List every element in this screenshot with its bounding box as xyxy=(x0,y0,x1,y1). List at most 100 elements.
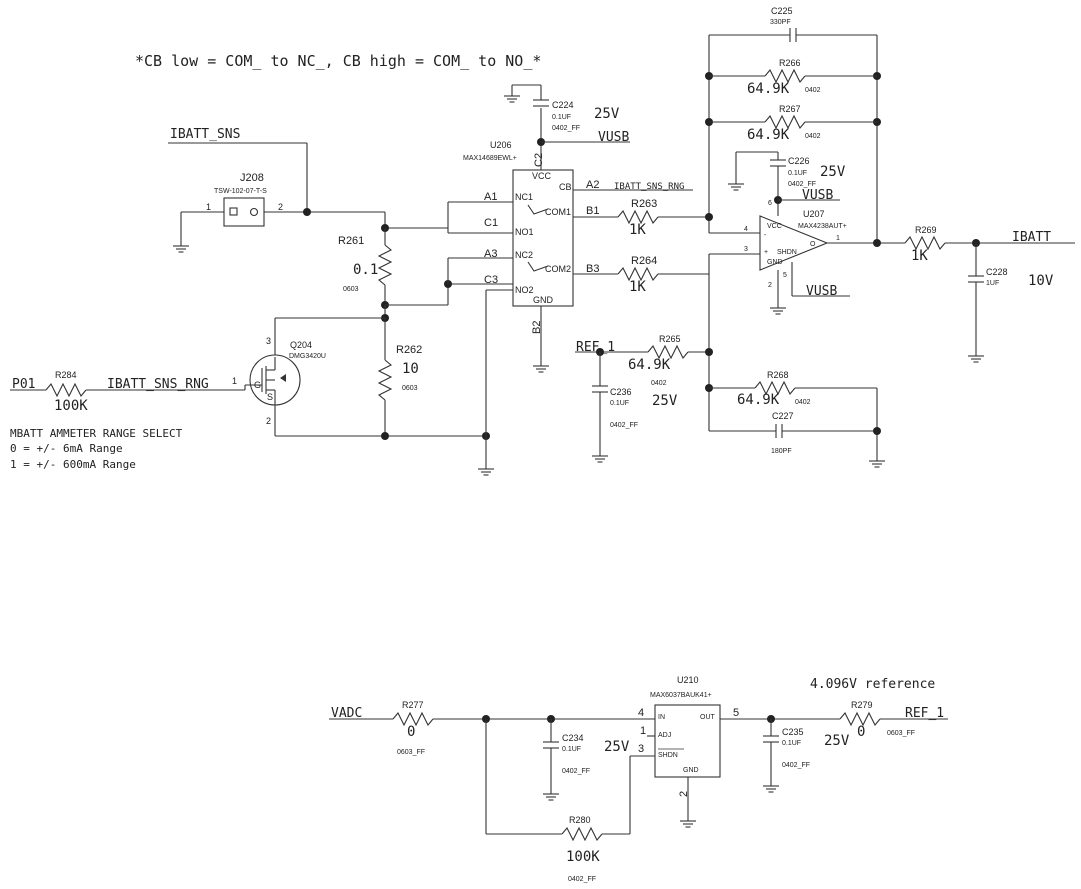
svg-text:Q204: Q204 xyxy=(290,340,312,350)
svg-text:0402: 0402 xyxy=(651,380,667,387)
svg-text:0.1UF: 0.1UF xyxy=(782,740,801,747)
svg-text:0: 0 xyxy=(857,724,865,740)
svg-text:0.1UF: 0.1UF xyxy=(562,746,581,753)
svg-text:R265: R265 xyxy=(659,334,681,344)
net-ref-1-out: REF_1 xyxy=(905,706,944,721)
svg-text:B1: B1 xyxy=(586,205,599,217)
svg-text:R268: R268 xyxy=(767,370,789,380)
svg-text:B3: B3 xyxy=(586,263,599,275)
svg-text:NC1: NC1 xyxy=(515,192,533,202)
svg-text:0.1UF: 0.1UF xyxy=(610,400,629,407)
svg-text:COM2: COM2 xyxy=(545,264,571,274)
svg-text:IN: IN xyxy=(658,714,665,721)
resistor-r262: R262 10 0603 xyxy=(377,318,422,436)
net-ref-1-in: REF_1 xyxy=(576,340,615,355)
ground-icon xyxy=(679,814,697,828)
svg-text:0.1: 0.1 xyxy=(353,262,378,278)
reference-note: 4.096V reference xyxy=(810,677,935,692)
svg-text:25V: 25V xyxy=(824,733,850,749)
svg-text:MAX14689EWL+: MAX14689EWL+ xyxy=(463,155,517,162)
svg-text:C227: C227 xyxy=(772,411,794,421)
ground-icon xyxy=(532,359,550,373)
svg-text:100K: 100K xyxy=(54,398,88,414)
svg-text:64.9K: 64.9K xyxy=(628,357,671,373)
ground-icon xyxy=(172,239,190,253)
resistor-r268: R268 64.9K 0402 xyxy=(709,370,877,408)
svg-text:100K: 100K xyxy=(566,849,600,865)
svg-text:A3: A3 xyxy=(484,248,497,260)
svg-text:C226: C226 xyxy=(788,156,810,166)
svg-text:3: 3 xyxy=(744,246,748,253)
svg-text:2: 2 xyxy=(278,202,283,212)
svg-text:R261: R261 xyxy=(338,235,364,247)
capacitor-c228: C228 1UF 10V xyxy=(968,243,1054,350)
svg-text:NC2: NC2 xyxy=(515,250,533,260)
capacitor-c225: C225 330PF xyxy=(709,6,877,42)
svg-text:R284: R284 xyxy=(55,370,77,380)
ground-icon xyxy=(762,779,780,793)
svg-text:COM1: COM1 xyxy=(545,207,571,217)
svg-text:1: 1 xyxy=(836,235,840,242)
svg-text:U210: U210 xyxy=(677,675,699,685)
net-ibatt-sns: IBATT_SNS xyxy=(168,127,308,212)
svg-text:TSW-102-07-T-S: TSW-102-07-T-S xyxy=(214,188,267,195)
svg-text:1: 1 xyxy=(232,376,237,386)
svg-text:C3: C3 xyxy=(484,274,498,286)
switch-logic-note: *CB low = COM_ to NC_, CB high = COM_ to… xyxy=(135,52,541,70)
resistor-r269: R269 1K xyxy=(904,225,946,264)
svg-text:C224: C224 xyxy=(552,100,574,110)
resistor-r284: R284 100K xyxy=(45,370,245,414)
svg-text:R263: R263 xyxy=(631,198,657,210)
resistor-r265: R265 64.9K 0402 xyxy=(628,334,689,387)
svg-text:4: 4 xyxy=(744,226,748,233)
svg-text:J208: J208 xyxy=(240,172,264,184)
svg-text:0603: 0603 xyxy=(402,385,418,392)
svg-text:180PF: 180PF xyxy=(771,448,792,455)
svg-text:R280: R280 xyxy=(569,815,591,825)
svg-text:SHDN: SHDN xyxy=(658,752,678,759)
ground-icon xyxy=(591,449,609,463)
opamp-u207: U207 MAX4238AUT+ VCC - + SHDN GND O 6 4 … xyxy=(744,200,847,289)
svg-text:2: 2 xyxy=(768,282,772,289)
svg-text:G: G xyxy=(254,380,261,390)
net-ibatt: IBATT xyxy=(1012,230,1051,245)
resistor-r279: R279 0 0603_FF xyxy=(839,700,915,740)
svg-text:0402_FF: 0402_FF xyxy=(610,422,638,429)
svg-text:P01: P01 xyxy=(12,377,35,392)
svg-text:C235: C235 xyxy=(782,727,804,737)
svg-text:64.9K: 64.9K xyxy=(737,392,780,408)
svg-text:0603: 0603 xyxy=(343,286,359,293)
svg-text:0603_FF: 0603_FF xyxy=(397,749,425,756)
svg-text:-: - xyxy=(764,232,767,239)
svg-text:C1: C1 xyxy=(484,217,498,229)
svg-text:B2: B2 xyxy=(531,321,543,334)
capacitor-c224: C224 0.1UF 0402_FF 25V xyxy=(511,84,620,132)
svg-text:NO1: NO1 xyxy=(515,227,534,237)
svg-text:OUT: OUT xyxy=(700,714,716,721)
svg-text:0603_FF: 0603_FF xyxy=(887,730,915,737)
svg-text:5: 5 xyxy=(783,272,787,279)
resistor-r277: R277 0 0603_FF xyxy=(392,700,434,756)
svg-text:2: 2 xyxy=(266,416,271,426)
svg-text:3: 3 xyxy=(638,743,644,755)
svg-text:O: O xyxy=(810,241,816,248)
svg-text:A1: A1 xyxy=(484,191,497,203)
svg-text:2: 2 xyxy=(678,791,690,797)
resistor-r266: R266 64.9K 0402 xyxy=(709,58,877,97)
mosfet-q204: Q204 DMG3420U G S 3 2 1 xyxy=(232,336,326,426)
svg-text:1: 1 xyxy=(640,725,646,737)
svg-text:0402_FF: 0402_FF xyxy=(782,762,810,769)
svg-text:3: 3 xyxy=(266,336,271,346)
net-vusb-u206: VUSB xyxy=(598,130,629,145)
svg-text:25V: 25V xyxy=(652,393,678,409)
analog-switch-u206: U206 MAX14689EWL+ VCC CB NC1 COM1 NO1 NC… xyxy=(463,140,599,334)
svg-text:0402_FF: 0402_FF xyxy=(788,181,816,188)
net-vusb-u207-shdn: VUSB xyxy=(806,284,837,299)
svg-text:C225: C225 xyxy=(771,6,793,16)
svg-text:10V: 10V xyxy=(1028,273,1054,289)
svg-text:GND: GND xyxy=(767,259,783,266)
svg-text:R267: R267 xyxy=(779,104,801,114)
svg-text:A2: A2 xyxy=(586,179,599,191)
ground-icon xyxy=(967,349,985,363)
svg-text:R279: R279 xyxy=(851,700,873,710)
